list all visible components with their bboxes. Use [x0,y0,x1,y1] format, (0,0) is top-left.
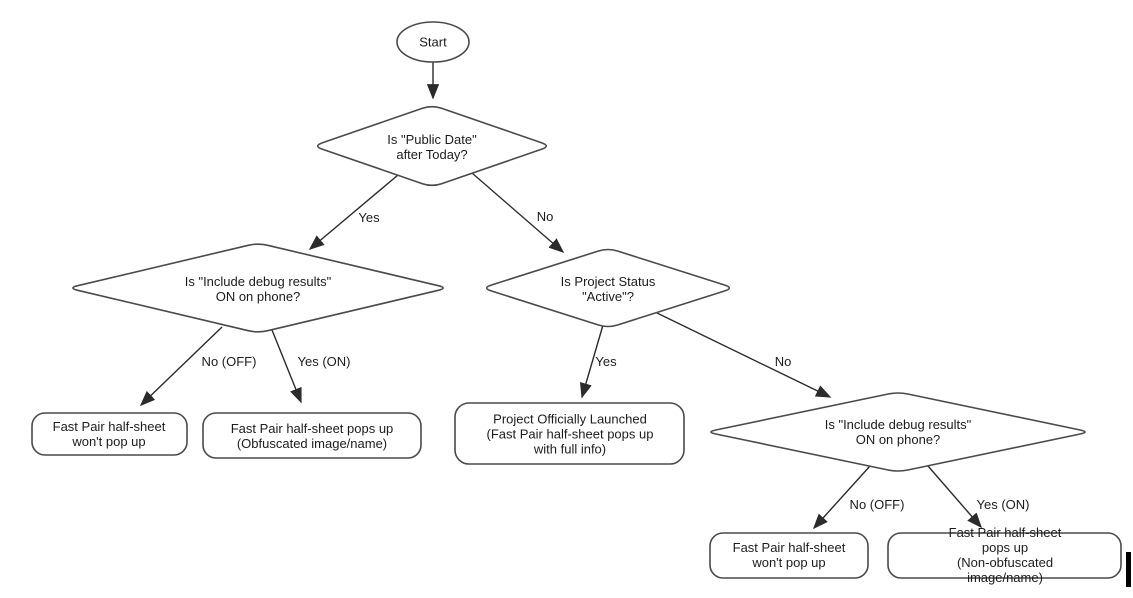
result-obfuscated-popup-shape [202,412,422,459]
decision-debug-left-shape [72,243,444,333]
result-launched-shape [454,402,685,465]
edge-label-debug-right-yes-on: Yes (ON) [976,497,1030,512]
result-no-popup-right-label: Fast Pair half-sheet won't pop up [732,540,846,570]
text-cursor-artifact [1126,552,1131,587]
edge-label-public-date-yes: Yes [358,210,380,225]
result-no-popup-right-shape [709,532,869,579]
edge-debug-left-yes-on [271,329,302,404]
edge-label-debug-left-yes-on: Yes (ON) [297,354,351,369]
edge-debug-right-no-off [812,465,871,530]
result-non-obfuscated-popup-label: Fast Pair half-sheet pops up (Non-obfusc… [948,525,1062,585]
edge-label-project-status-yes: Yes [595,354,617,369]
edge-debug-right-yes-on [927,465,983,529]
start-node-label: Start [419,34,447,50]
result-non-obfuscated-popup-shape [887,532,1122,579]
result-no-popup-left-label: Fast Pair half-sheet won't pop up [52,419,166,449]
edge-debug-left-no-off [139,326,223,407]
edge-label-public-date-no: No [536,209,554,224]
decision-debug-right-label: Is "Include debug results" ON on phone? [824,417,972,447]
edge-label-project-status-no: No [774,354,792,369]
edge-public-date-no [471,172,565,254]
edge-label-debug-left-no-off: No (OFF) [201,354,257,369]
decision-public-date-shape [316,105,548,187]
edge-label-debug-right-no-off: No (OFF) [849,497,905,512]
edge-project-status-no [656,312,832,398]
decision-project-status-shape [485,248,731,328]
decision-debug-right-shape [710,392,1086,472]
decision-debug-left-label: Is "Include debug results" ON on phone? [184,274,332,304]
edge-public-date-yes [308,174,399,250]
decision-public-date-label: Is "Public Date" after Today? [387,132,477,162]
result-no-popup-left-shape [31,412,188,456]
start-node-shape [396,21,470,63]
result-launched-label: Project Officially Launched (Fast Pair h… [486,411,654,457]
decision-project-status-label: Is Project Status "Active"? [560,274,656,304]
edge-project-status-yes [579,324,604,399]
result-obfuscated-popup-label: Fast Pair half-sheet pops up (Obfuscated… [230,421,394,451]
